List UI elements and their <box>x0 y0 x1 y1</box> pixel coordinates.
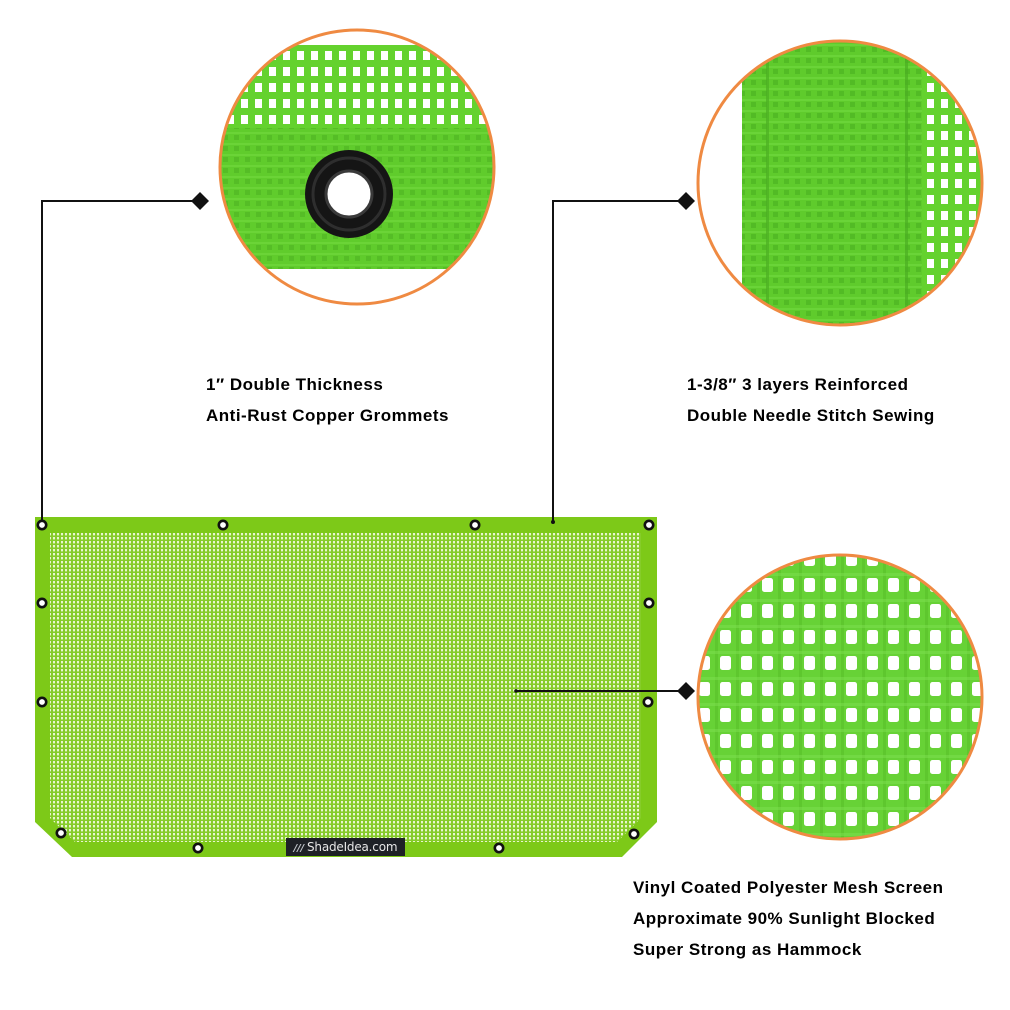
caption-line: 1-3/8″ 3 layers Reinforced <box>687 375 909 394</box>
grommets <box>36 519 655 854</box>
grommet-icon <box>217 519 229 531</box>
grommet-icon <box>643 519 655 531</box>
callout-line-stitching <box>552 200 681 522</box>
zoom-circle-mesh <box>696 553 984 841</box>
caption-line: Anti-Rust Copper Grommets <box>206 406 449 425</box>
grommet-icon <box>493 842 505 854</box>
diamond-icon <box>677 192 695 210</box>
caption-line: Vinyl Coated Polyester Mesh Screen <box>633 878 944 897</box>
grommet-icon <box>55 827 67 839</box>
grommet-icon <box>36 519 48 531</box>
brand-logo-icon: /// <box>293 843 305 854</box>
panel-mesh <box>50 533 641 842</box>
callout-lines <box>41 200 681 692</box>
grommet-icon <box>36 597 48 609</box>
caption-line: Approximate 90% Sunlight Blocked <box>633 909 936 928</box>
grommet-icon <box>469 519 481 531</box>
brand-name: ShadeIdea.com <box>307 840 398 854</box>
caption-line: 1″ Double Thickness <box>206 375 384 394</box>
grommet-icon <box>643 597 655 609</box>
caption-grommets: 1″ Double Thickness Anti-Rust Copper Gro… <box>206 369 449 431</box>
grommet-icon <box>36 696 48 708</box>
grommet-icon <box>628 828 640 840</box>
grommet-icon <box>192 842 204 854</box>
diamond-markers <box>191 192 695 700</box>
caption-mesh: Vinyl Coated Polyester Mesh Screen Appro… <box>633 872 944 965</box>
diamond-icon <box>677 682 695 700</box>
caption-stitching: 1-3/8″ 3 layers Reinforced Double Needle… <box>687 369 935 431</box>
shade-panel <box>35 517 657 857</box>
callout-line-grommets <box>41 200 195 521</box>
caption-line: Super Strong as Hammock <box>633 940 862 959</box>
zoom-circle-grommets <box>218 28 496 306</box>
zoom-circle-stitching <box>696 39 984 327</box>
caption-line: Double Needle Stitch Sewing <box>687 406 935 425</box>
diamond-icon <box>191 192 209 210</box>
grommet-icon <box>642 696 654 708</box>
brand-watermark: ///ShadeIdea.com <box>286 838 405 856</box>
